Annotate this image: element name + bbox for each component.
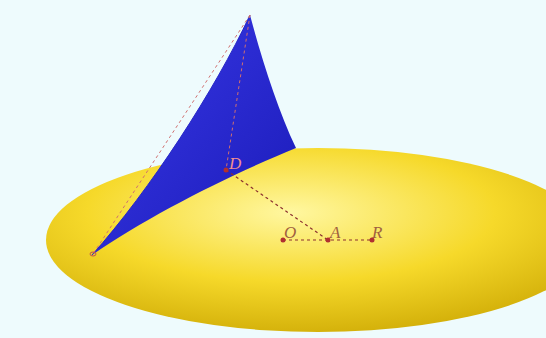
hidden-edge <box>226 15 250 170</box>
point-label: R <box>372 224 382 241</box>
cone-solid <box>92 15 296 255</box>
point <box>326 238 331 243</box>
point <box>224 168 229 173</box>
hidden-edge <box>93 15 250 254</box>
cone-edge <box>92 15 250 255</box>
point-label: A <box>330 224 340 241</box>
point <box>90 252 96 256</box>
ellipsoid <box>46 148 546 332</box>
point-label: D <box>229 155 241 172</box>
point-label: O <box>284 224 296 241</box>
segment-da <box>226 170 328 240</box>
